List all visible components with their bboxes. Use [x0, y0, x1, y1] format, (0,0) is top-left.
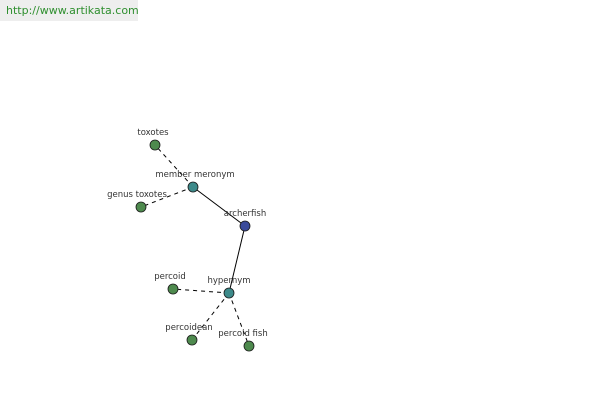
node-circle-percoid[interactable]	[167, 283, 179, 295]
node-label-percoidean[interactable]: percoidean	[165, 323, 212, 333]
node-toxotes[interactable]: toxotes	[137, 128, 169, 151]
node-label-toxotes[interactable]: toxotes	[137, 128, 169, 138]
node-label-genus-toxotes[interactable]: genus toxotes	[107, 190, 167, 200]
node-circle-hypernym[interactable]	[223, 287, 235, 299]
graph-edges	[140, 144, 250, 347]
node-percoid-fish[interactable]: percoid fish	[218, 329, 268, 352]
edge-archerfish-hypernym	[228, 225, 246, 294]
node-percoidean[interactable]: percoidean	[165, 323, 213, 346]
node-label-member-meronym[interactable]: member meronym	[155, 170, 234, 180]
node-hypernym[interactable]: hypernym	[207, 276, 251, 299]
edge-hypernym-percoid	[172, 288, 230, 294]
edge-hypernym-percoid-fish	[228, 292, 250, 347]
node-circle-archerfish[interactable]	[239, 220, 251, 232]
node-circle-toxotes[interactable]	[149, 139, 161, 151]
graph-nodes: archerfish member meronym hypernym toxotes g…	[107, 128, 268, 352]
edge-hypernym-percoidean	[191, 292, 230, 341]
edge-archerfish-member-meronym	[192, 186, 246, 227]
node-archerfish[interactable]: archerfish	[224, 209, 266, 232]
node-circle-genus-toxotes[interactable]	[135, 201, 147, 213]
node-genus-toxotes[interactable]: genus toxotes	[107, 190, 167, 213]
edge-member-meronym-toxotes	[154, 144, 194, 188]
node-label-hypernym[interactable]: hypernym	[207, 276, 250, 286]
url-bar: http://www.artikata.com	[0, 0, 139, 21]
site-url-link[interactable]: http://www.artikata.com	[6, 4, 139, 17]
edge-member-meronym-genus-toxotes	[140, 186, 194, 208]
node-member-meronym[interactable]: member meronym	[155, 170, 235, 193]
node-circle-percoidean[interactable]	[186, 334, 198, 346]
node-label-archerfish[interactable]: archerfish	[224, 209, 266, 219]
node-label-percoid-fish[interactable]: percoid fish	[218, 329, 267, 339]
node-circle-percoid-fish[interactable]	[243, 340, 255, 352]
node-label-percoid[interactable]: percoid	[154, 272, 186, 282]
node-circle-member-meronym[interactable]	[187, 181, 199, 193]
node-percoid[interactable]: percoid	[154, 272, 186, 295]
